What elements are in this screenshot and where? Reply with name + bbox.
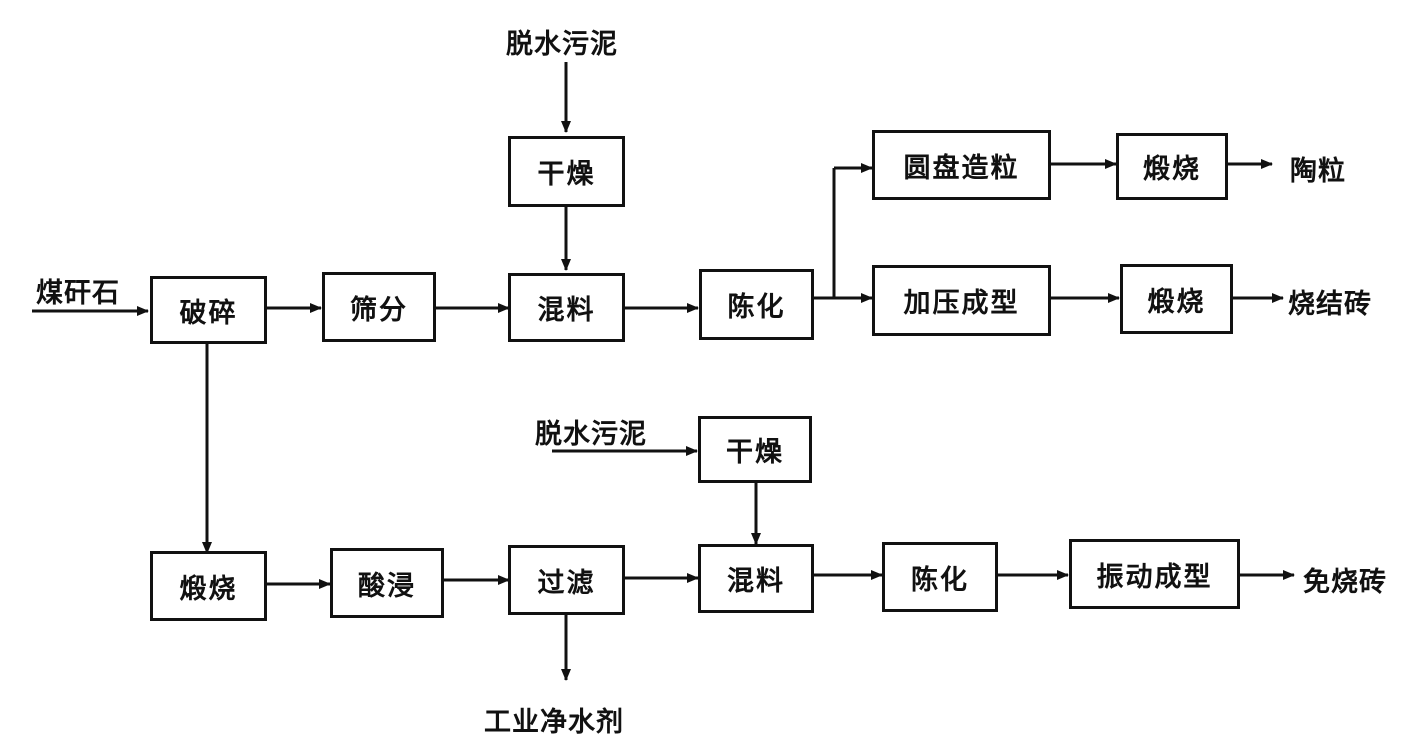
box-press-forming: 加压成型	[872, 265, 1051, 336]
output-water-purifier: 工业净水剂	[484, 707, 624, 738]
input-sludge-top: 脱水污泥	[506, 29, 618, 60]
branch-line	[812, 168, 836, 300]
input-sludge-bottom: 脱水污泥	[535, 419, 647, 450]
box-top-dry: 干燥	[508, 136, 625, 207]
box-bottom-aging: 陈化	[882, 542, 998, 612]
box-bottom-mix: 混料	[698, 544, 814, 613]
box-top-mix: 混料	[508, 273, 625, 342]
box-bottom-calcine: 煅烧	[150, 551, 267, 621]
output-unfired-brick: 免烧砖	[1303, 567, 1387, 598]
box-calcine-brick: 煅烧	[1120, 264, 1233, 334]
output-ceramsite: 陶粒	[1290, 156, 1346, 187]
output-sintered-brick: 烧结砖	[1288, 289, 1372, 320]
box-filter: 过滤	[508, 545, 625, 615]
box-crush: 破碎	[150, 276, 267, 344]
box-acid-leach: 酸浸	[330, 548, 444, 618]
box-disc-granulation: 圆盘造粒	[872, 130, 1051, 200]
input-coal-gangue: 煤矸石	[36, 278, 120, 309]
box-bottom-dry: 干燥	[698, 416, 812, 483]
box-screen: 筛分	[322, 272, 436, 342]
box-top-aging: 陈化	[699, 269, 814, 340]
box-calcine-granule: 煅烧	[1116, 133, 1228, 200]
box-vibration-forming: 振动成型	[1069, 539, 1240, 609]
